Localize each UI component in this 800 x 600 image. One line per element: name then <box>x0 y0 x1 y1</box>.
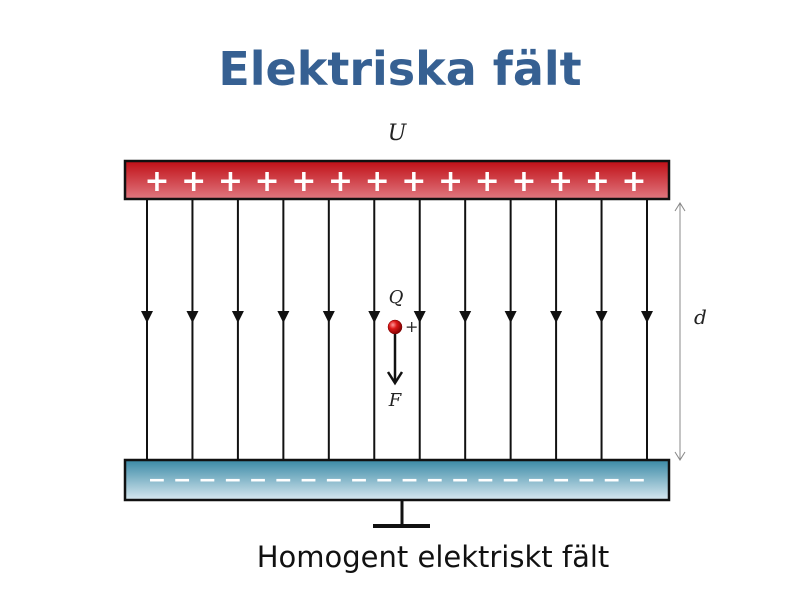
minus-sign: − <box>249 468 267 493</box>
field-line <box>413 199 426 460</box>
minus-sign: − <box>299 468 317 493</box>
plus-sign: + <box>218 164 243 199</box>
field-arrowhead-icon <box>504 311 517 323</box>
negative-plate <box>123 458 671 502</box>
minus-sign: − <box>603 468 621 493</box>
minus-sign: − <box>451 468 469 493</box>
charge-label: Q <box>389 287 404 308</box>
plus-sign: + <box>621 164 646 199</box>
field-line <box>459 199 472 460</box>
field-arrowhead-icon <box>595 311 608 323</box>
minus-sign: − <box>350 468 368 493</box>
plus-sign: + <box>511 164 536 199</box>
field-line <box>550 199 563 460</box>
plus-sign: + <box>144 164 169 199</box>
plus-sign: + <box>328 164 353 199</box>
minus-sign: − <box>628 468 646 493</box>
field-line <box>322 199 335 460</box>
plus-sign: + <box>181 164 206 199</box>
force-arrow <box>386 334 404 386</box>
minus-sign: − <box>274 468 292 493</box>
minus-sign: − <box>552 468 570 493</box>
plus-sign: + <box>585 164 610 199</box>
minus-sign: − <box>577 468 595 493</box>
field-line <box>641 199 653 460</box>
plus-sign: + <box>291 164 316 199</box>
negative-charges: −−−−−−−−−−−−−−−−−−−− <box>148 468 646 493</box>
field-arrowhead-icon <box>459 311 472 323</box>
caption: Homogent elektriskt fält <box>256 540 610 574</box>
ground-icon <box>373 500 430 528</box>
positive-plate <box>123 159 671 201</box>
field-line <box>277 199 290 460</box>
minus-sign: − <box>325 468 343 493</box>
field-arrowhead-icon <box>641 311 653 323</box>
field-arrowhead-icon <box>141 311 153 323</box>
minus-sign: − <box>148 468 166 493</box>
field-arrowhead-icon <box>550 311 563 323</box>
minus-sign: − <box>426 468 444 493</box>
minus-sign: − <box>476 468 494 493</box>
minus-sign: − <box>527 468 545 493</box>
minus-sign: − <box>375 468 393 493</box>
slide-title: Elektriska fält <box>218 42 582 96</box>
field-arrowhead-icon <box>186 311 199 323</box>
field-arrowhead-icon <box>368 311 381 323</box>
test-charge <box>387 319 403 335</box>
charge-sign: + <box>405 317 418 336</box>
voltage-label: U <box>388 121 408 146</box>
field-arrowhead-icon <box>413 311 426 323</box>
plus-sign: + <box>255 164 280 199</box>
field-line <box>141 199 153 460</box>
field-arrowhead-icon <box>277 311 290 323</box>
force-label: F <box>388 390 403 411</box>
field-line <box>504 199 517 460</box>
field-line <box>595 199 608 460</box>
minus-sign: − <box>400 468 418 493</box>
positive-charges: + + + + + + + + + + + + + + <box>144 164 646 199</box>
field-arrowhead-icon <box>231 311 244 323</box>
plus-sign: + <box>548 164 573 199</box>
plus-sign: + <box>365 164 390 199</box>
minus-sign: − <box>224 468 242 493</box>
field-line <box>186 199 199 460</box>
minus-sign: − <box>173 468 191 493</box>
plus-sign: + <box>438 164 463 199</box>
distance-label: d <box>694 305 707 329</box>
distance-indicator <box>674 202 686 461</box>
minus-sign: − <box>198 468 216 493</box>
field-arrowhead-icon <box>322 311 335 323</box>
field-line <box>368 199 381 460</box>
minus-sign: − <box>501 468 519 493</box>
field-lines <box>141 199 653 460</box>
plus-sign: + <box>401 164 426 199</box>
plus-sign: + <box>475 164 500 199</box>
field-line <box>231 199 244 460</box>
